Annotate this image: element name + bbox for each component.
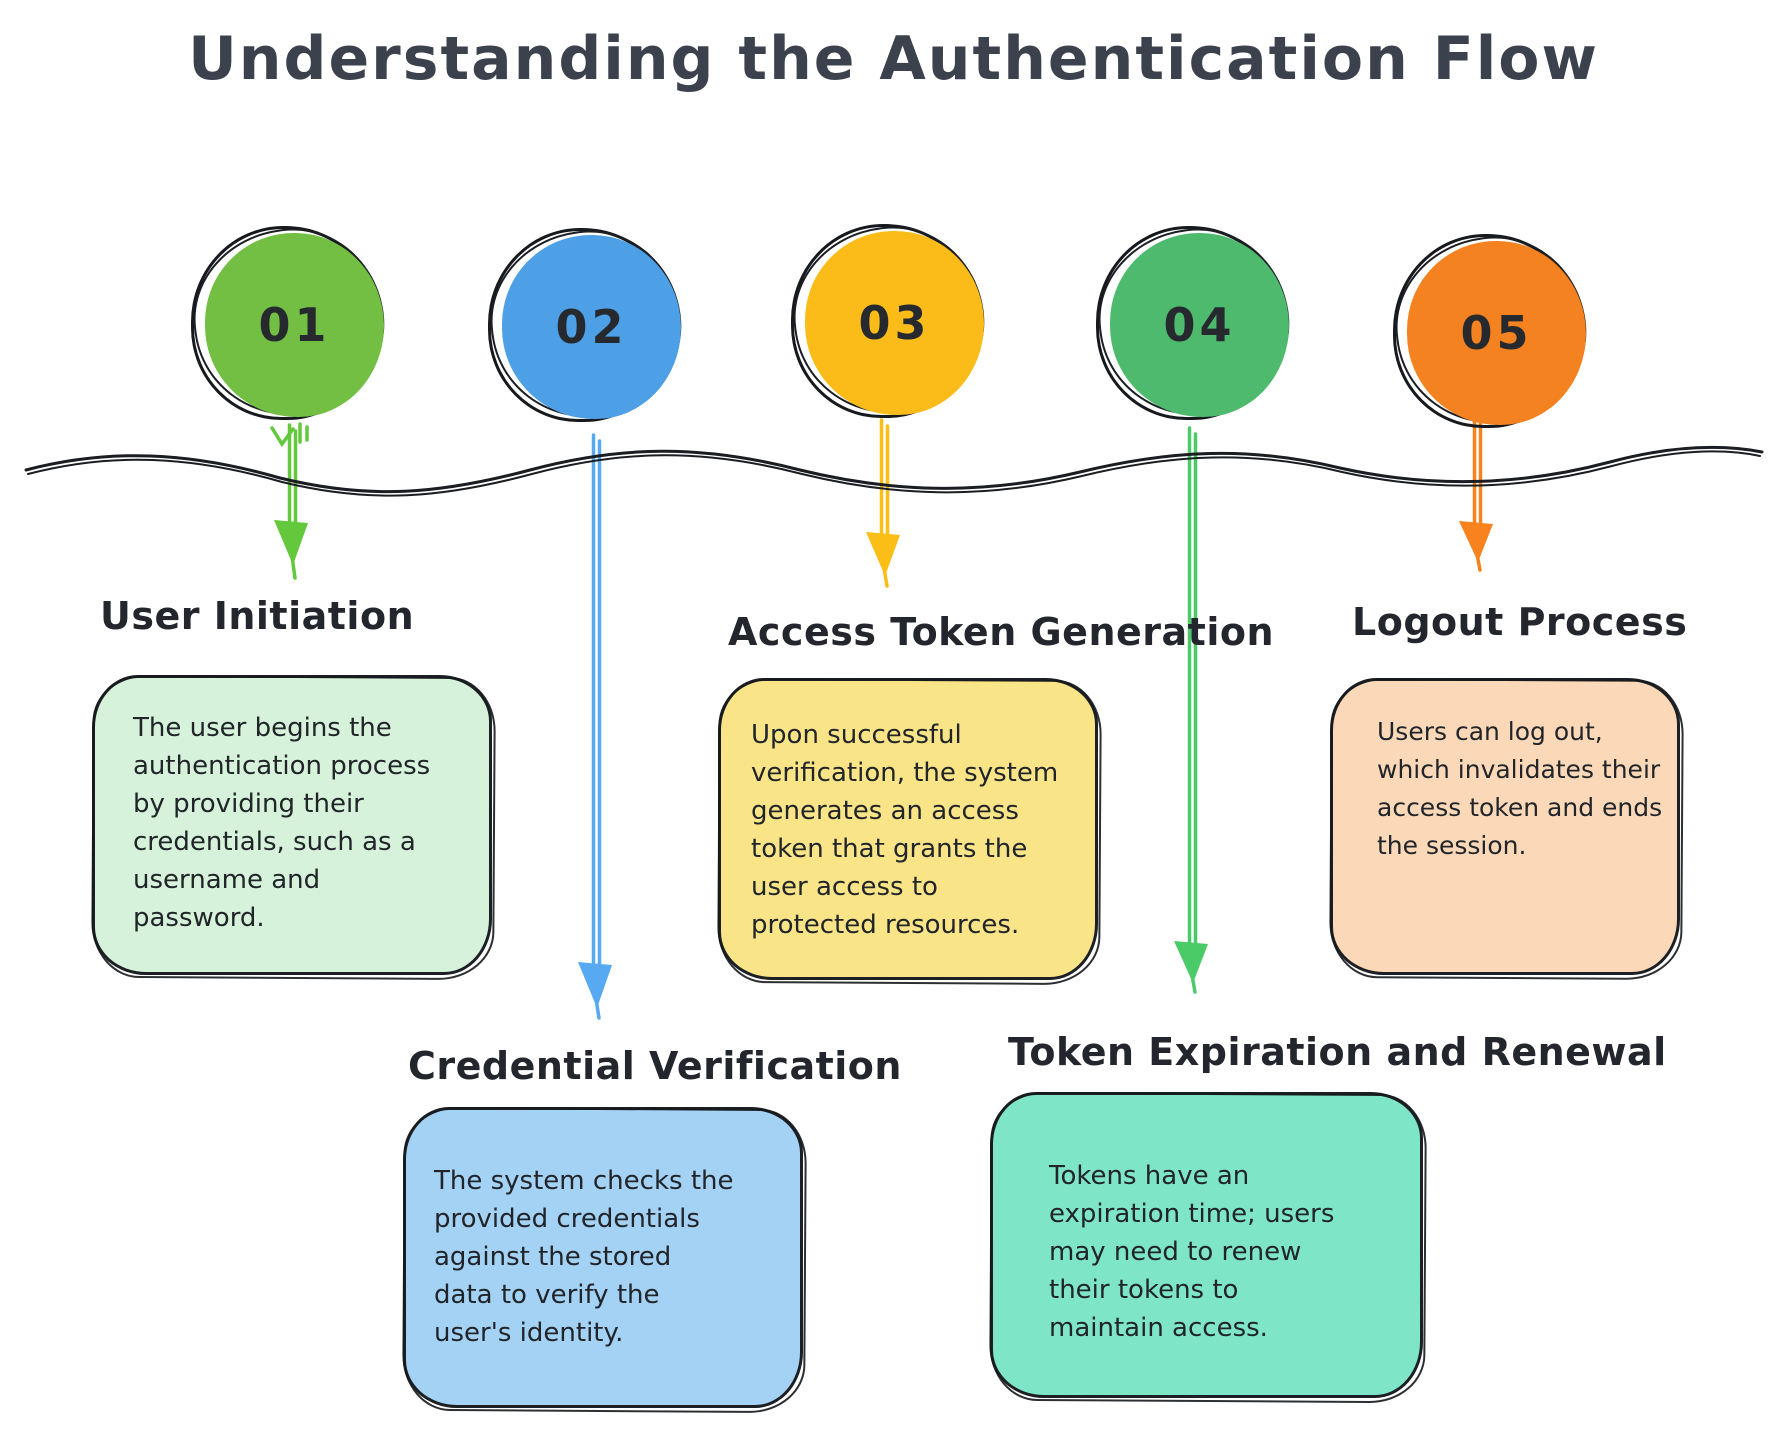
step-description-credential-verification: The system checks the provided credentia… — [434, 1166, 734, 1348]
circle-fill: 02 — [502, 235, 681, 419]
circle-fill: 04 — [1110, 233, 1289, 417]
circle-fill: 05 — [1407, 241, 1586, 425]
step-description-token-expiration-renewal: Tokens have an expiration time; users ma… — [1049, 1161, 1335, 1343]
step-description-access-token-generation: Upon successful verification, the system… — [751, 720, 1059, 940]
description-card-token-expiration-renewal: Tokens have an expiration time; users ma… — [990, 1092, 1423, 1398]
arrow-down-icon-step2 — [578, 433, 612, 1020]
arrow-down-icon-step1 — [270, 422, 309, 580]
step-label-token-expiration-renewal: Token Expiration and Renewal — [1008, 1030, 1667, 1074]
step-circle-01: 01 — [183, 218, 395, 426]
description-card-credential-verification: The system checks the provided credentia… — [403, 1107, 803, 1408]
step-description-user-initiation: The user begins the authentication proce… — [133, 713, 431, 933]
step-label-credential-verification: Credential Verification — [408, 1044, 902, 1088]
step-circle-05: 05 — [1385, 226, 1597, 434]
step-circle-03: 03 — [783, 216, 995, 424]
step-number-05: 05 — [1460, 306, 1533, 360]
description-card-user-initiation: The user begins the authentication proce… — [92, 675, 492, 975]
step-circle-04: 04 — [1088, 218, 1300, 426]
arrow-down-icon-step4 — [1174, 426, 1208, 994]
circle-fill: 03 — [805, 231, 984, 415]
step-description-logout-process: Users can log out, which invalidates the… — [1377, 717, 1663, 860]
step-number-02: 02 — [555, 300, 628, 354]
page-title: Understanding the Authentication Flow — [188, 24, 1599, 94]
step-label-user-initiation: User Initiation — [100, 594, 415, 638]
step-number-04: 04 — [1163, 298, 1236, 352]
description-card-access-token-generation: Upon successful verification, the system… — [718, 678, 1098, 980]
step-number-03: 03 — [858, 296, 931, 350]
description-card-logout-process: Users can log out, which invalidates the… — [1330, 678, 1680, 975]
step-label-logout-process: Logout Process — [1352, 600, 1688, 644]
timeline-wave — [24, 445, 1764, 497]
step-label-access-token-generation: Access Token Generation — [728, 610, 1275, 654]
step-circle-02: 02 — [480, 220, 692, 428]
step-number-01: 01 — [258, 298, 331, 352]
arrow-down-icon-step3 — [866, 418, 900, 588]
circle-fill: 01 — [205, 233, 384, 417]
